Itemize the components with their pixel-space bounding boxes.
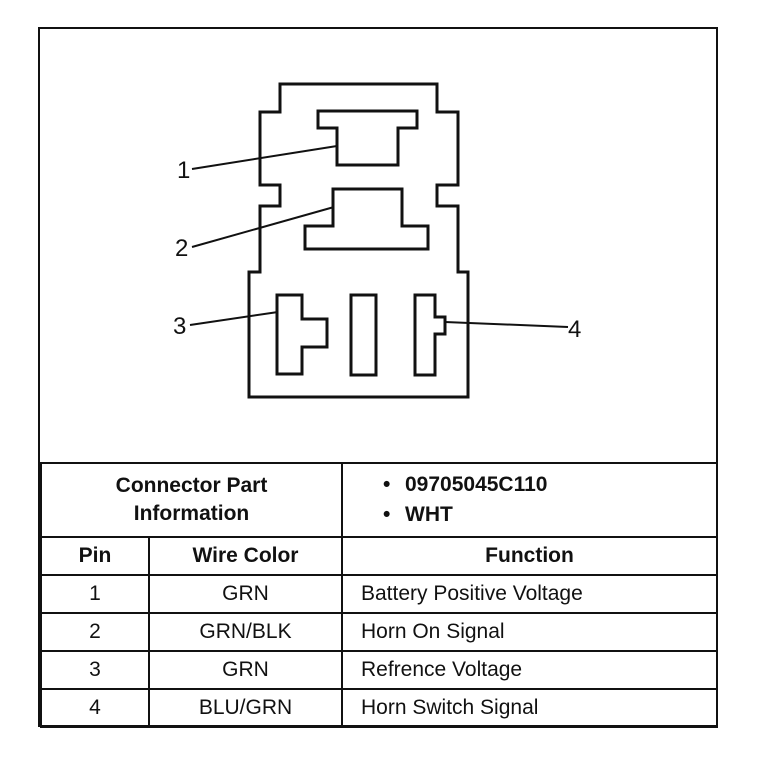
pin2-cavity — [303, 187, 430, 251]
part-info-label-line1: Connector Part — [115, 474, 268, 497]
pin1-callout: 1 — [177, 157, 191, 184]
function-cell: Horn On Signal — [341, 612, 718, 652]
header-wire-color: Wire Color — [148, 536, 343, 576]
connector-color-item: • WHT — [383, 500, 716, 530]
wire-color-cell: GRN — [148, 574, 343, 614]
bullet-icon: • — [383, 503, 391, 526]
pin4-callout: 4 — [568, 316, 582, 343]
part-info-label: Connector Part Information — [40, 462, 343, 538]
table-row: 2 GRN/BLK Horn On Signal — [40, 612, 718, 652]
table-row: 4 BLU/GRN Horn Switch Signal — [40, 688, 718, 728]
pin2-callout: 2 — [175, 235, 189, 262]
pin-cell: 1 — [40, 574, 150, 614]
part-info-row: Connector Part Information • 09705045C110… — [40, 462, 718, 538]
part-info-values: • 09705045C110 • WHT — [341, 462, 718, 538]
connector-frame: 1 2 3 4 Connector Part Information • 0970… — [38, 27, 718, 728]
pin-cell: 3 — [40, 650, 150, 690]
header-function: Function — [341, 536, 718, 576]
pin-cell: 2 — [40, 612, 150, 652]
pin3-leader — [189, 311, 279, 326]
connector-face-drawing — [189, 82, 569, 399]
pin3-cavity — [275, 293, 329, 376]
table-row: 3 GRN Refrence Voltage — [40, 650, 718, 690]
pin1-leader — [191, 145, 338, 170]
pin3-callout: 3 — [173, 313, 187, 340]
connector-info-table: Connector Part Information • 09705045C110… — [40, 462, 718, 728]
part-number: 09705045C110 — [405, 473, 548, 496]
pin2-leader — [191, 206, 335, 248]
connector-diagram: 1 2 3 4 — [40, 29, 716, 462]
wire-color-cell: BLU/GRN — [148, 688, 343, 728]
bullet-icon: • — [383, 473, 391, 496]
pin4-leader — [444, 321, 569, 328]
function-cell: Battery Positive Voltage — [341, 574, 718, 614]
center-cavity — [349, 293, 378, 377]
connector-outline — [247, 82, 470, 399]
connector-color: WHT — [405, 503, 453, 526]
part-info-label-line2: Information — [133, 502, 250, 525]
wire-color-cell: GRN — [148, 650, 343, 690]
header-pin: Pin — [40, 536, 150, 576]
function-cell: Refrence Voltage — [341, 650, 718, 690]
wire-color-cell: GRN/BLK — [148, 612, 343, 652]
header-row: Pin Wire Color Function — [40, 536, 718, 576]
table-row: 1 GRN Battery Positive Voltage — [40, 574, 718, 614]
function-cell: Horn Switch Signal — [341, 688, 718, 728]
pin-cell: 4 — [40, 688, 150, 728]
pin4-cavity — [413, 293, 447, 377]
part-number-item: • 09705045C110 — [383, 470, 716, 500]
pin1-cavity — [316, 109, 419, 167]
